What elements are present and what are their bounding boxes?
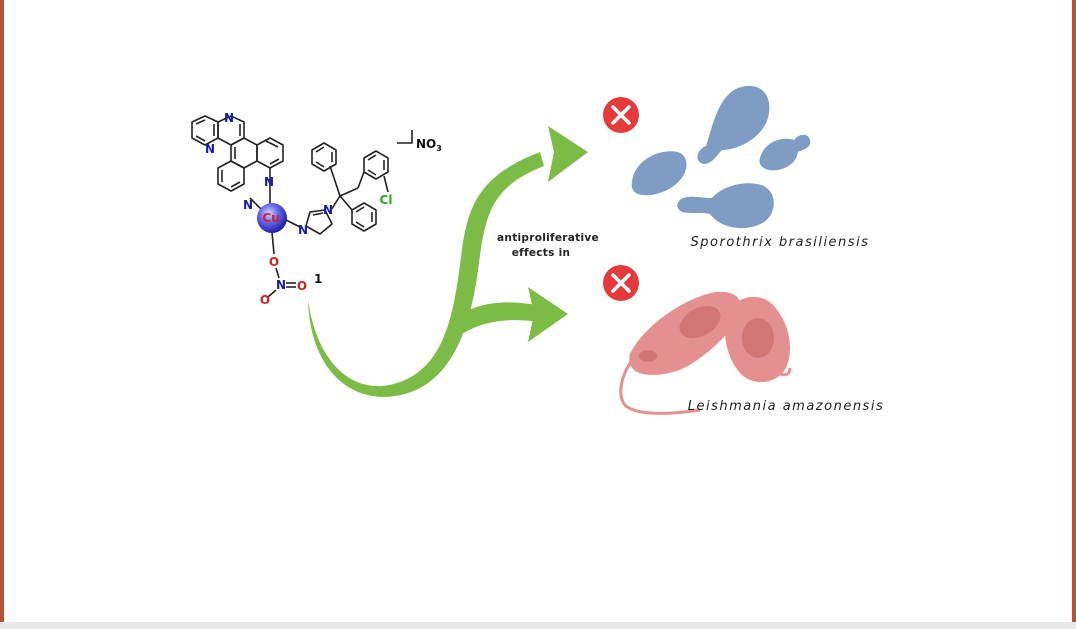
atom-n-right: N <box>264 175 274 189</box>
x-cross-icon <box>603 265 639 301</box>
pyridine-ring-right <box>256 137 284 169</box>
arrow-branch-lower <box>456 302 542 334</box>
atom-n-imidazole-a: N <box>298 223 308 237</box>
atom-cu: Cu <box>262 211 279 225</box>
phenyl-ring-bottom <box>351 202 377 232</box>
counter-ion-bracket <box>397 130 413 144</box>
pyridine-ring-left <box>217 160 245 192</box>
target-label-sporothrix: Sporothrix brasiliensis <box>691 235 870 250</box>
atom-n-nitrate: N <box>276 278 286 292</box>
sporothrix-cells-illustration <box>631 85 811 229</box>
atom-o-left: O <box>260 293 270 307</box>
frame-left-border <box>0 0 4 629</box>
atom-n-top: N <box>224 111 234 125</box>
bottom-strip <box>0 622 1076 629</box>
copper-atom-sphere <box>257 203 287 233</box>
phenyl-ring-top <box>311 142 337 172</box>
atom-o-right: O <box>297 279 307 293</box>
atom-o-bridge: O <box>269 255 279 269</box>
arrow-main-body <box>308 152 544 397</box>
counter-ion-label: NO3 <box>416 137 442 153</box>
target-label-leishmania: Leishmania amazonensis <box>688 399 884 414</box>
atom-n-left: N <box>243 198 253 212</box>
atom-cl: Cl <box>380 193 393 207</box>
effects-label-line2: effects in <box>512 247 571 259</box>
atom-n-mid: N <box>205 142 215 156</box>
copper-complex-structure <box>191 115 413 298</box>
compound-number: 1 <box>314 272 322 286</box>
arrow-head-upper <box>548 126 588 182</box>
arrow-head-lower <box>528 287 568 342</box>
imidazole-ring <box>305 209 333 235</box>
leishmania-cells-illustration <box>619 291 792 415</box>
green-split-arrow <box>308 126 588 397</box>
atom-n-imidazole-b: N <box>323 203 333 217</box>
effects-label-line1: antiproliferative <box>497 232 599 244</box>
x-cross-icon <box>603 97 639 133</box>
frame-right-border <box>1072 0 1076 629</box>
